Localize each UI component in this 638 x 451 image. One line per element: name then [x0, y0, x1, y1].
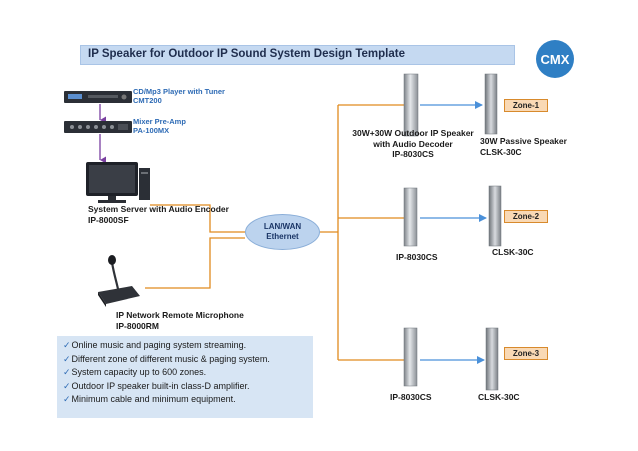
feature-item: ✓Minimum cable and minimum equipment.	[63, 394, 236, 404]
microphone-icon	[98, 255, 140, 307]
ip-speaker-zone2-icon	[403, 187, 418, 247]
link-server-to-lan	[150, 204, 245, 233]
preamp-label: Mixer Pre-Amp PA-100MX	[133, 117, 186, 135]
zone-2-badge: Zone-2	[504, 210, 548, 223]
page-title: IP Speaker for Outdoor IP Sound System D…	[88, 48, 405, 60]
passive-speaker-zone1-label: 30W Passive Speaker CLSK-30C	[480, 136, 567, 157]
microphone-label: IP Network Remote Microphone IP-8000RM	[116, 310, 244, 331]
check-icon: ✓	[63, 394, 71, 404]
cd-player-label: CD/Mp3 Player with Tuner CMT200	[133, 87, 225, 105]
server-label: System Server with Audio Encoder IP-8000…	[88, 204, 229, 225]
lan-wan-node: LAN/WAN Ethernet	[245, 214, 320, 250]
passive-speaker-zone2-label: CLSK-30C	[492, 247, 534, 257]
passive-speaker-zone1-icon	[484, 73, 498, 135]
passive-speaker-zone3-label: CLSK-30C	[478, 392, 520, 402]
ip-speaker-zone1-label: 30W+30W Outdoor IP Speaker with Audio De…	[352, 128, 474, 159]
passive-speaker-zone3-icon	[485, 327, 499, 391]
zone-3-badge: Zone-3	[504, 347, 548, 360]
feature-item: ✓System capacity up to 600 zones.	[63, 367, 207, 377]
network-links	[145, 104, 404, 361]
passive-speaker-zone2-icon	[488, 185, 502, 247]
ip-speaker-zone1-icon	[403, 73, 419, 137]
feature-item: ✓Different zone of different music & pag…	[63, 353, 270, 364]
feature-item: ✓Online music and paging system streamin…	[63, 340, 247, 350]
check-icon: ✓	[63, 340, 71, 350]
preamp-icon	[64, 121, 132, 133]
speaker-links	[420, 101, 487, 364]
cmx-logo: CMX	[536, 40, 574, 78]
server-computer-icon	[86, 162, 150, 203]
check-icon: ✓	[63, 353, 71, 364]
ip-speaker-zone3-icon	[403, 327, 418, 387]
features-box: ✓Online music and paging system streamin…	[57, 336, 313, 418]
zone-1-badge: Zone-1	[504, 99, 548, 112]
check-icon: ✓	[63, 367, 71, 377]
link-mic-to-lan	[145, 237, 245, 289]
ip-speaker-zone2-label: IP-8030CS	[396, 252, 438, 262]
ip-speaker-zone3-label: IP-8030CS	[390, 392, 432, 402]
title-bar	[80, 45, 515, 65]
feature-item: ✓Outdoor IP speaker built-in class-D amp…	[63, 380, 250, 391]
cd-player-icon	[64, 91, 132, 103]
check-icon: ✓	[63, 380, 71, 391]
